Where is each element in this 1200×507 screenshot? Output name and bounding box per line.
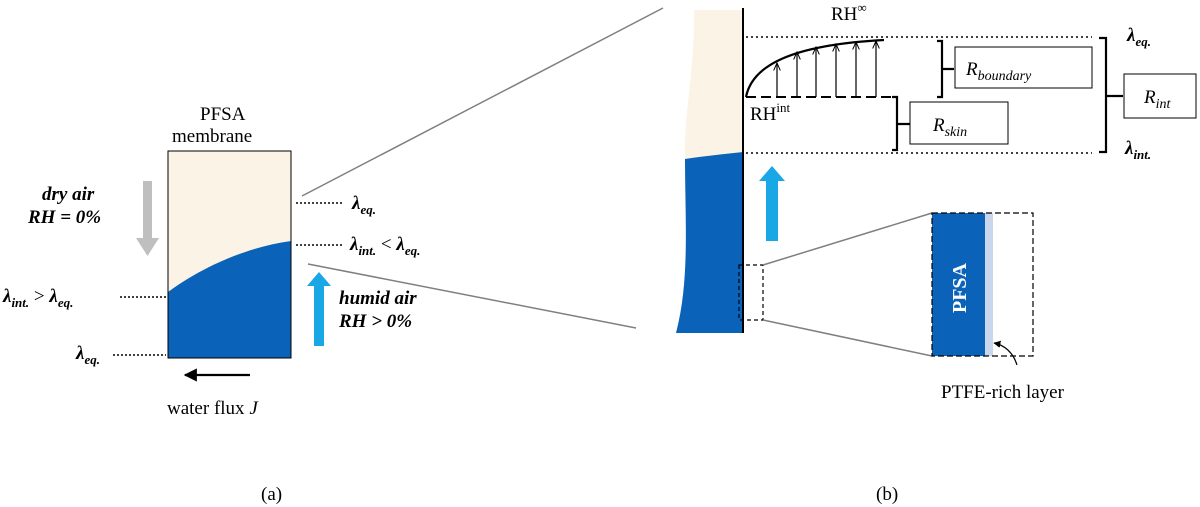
pfsa-inset-region [932,213,985,356]
rh-profile-arrows [777,41,876,97]
rh-profile-curve [744,38,885,98]
lambda-int-label-b: λint. [1124,138,1151,162]
zoom-guide-b-top [762,212,933,266]
humid-air-arrow-b [759,166,785,241]
cross-section-wet-region [676,152,743,333]
dry-air-label-line1: dry air [42,184,95,205]
lambda-int-gt-eq-label: λint. > λeq. [2,286,73,310]
lambda-eq-right-label: λeq. [351,193,376,217]
rh-infinity-label: RH∞ [831,0,867,25]
panel-a: PFSA membrane dry air RH = 0% humid air … [2,104,420,505]
humid-air-label-line2: RH > 0% [338,311,412,332]
lambda-eq-label-b: λeq. [1126,25,1151,49]
brace-boundary [937,39,954,99]
zoom-guide-bottom [307,263,637,329]
panel-b: RH∞ RHint Rboundary [676,0,1197,505]
lambda-eq-left-label: λeq. [75,343,100,367]
zoom-region-box [738,264,764,321]
caption-a: (a) [261,484,282,505]
humid-air-label-line1: humid air [339,288,417,309]
ptfe-rich-layer [985,213,993,356]
membrane-label-line1: PFSA [200,104,246,125]
r-boundary-label: Rboundary [965,59,1032,84]
r-skin-box [909,101,1009,145]
ptfe-pointer-arrow [993,340,1018,366]
ptfe-layer-label: PTFE-rich layer [941,382,1065,403]
r-int-label: Rint [1143,87,1171,112]
humid-air-arrow [307,272,331,346]
inset-box [931,212,1034,357]
pfsa-inset-label: PFSA [949,262,971,313]
membrane-outline [167,150,292,359]
lambda-int-lt-eq-label: λint. < λeq. [349,234,420,258]
water-flux-label: water flux J [167,398,259,419]
brace-int [1099,36,1123,154]
r-skin-label: Rskin [932,115,967,140]
zoom-guide-b-bottom [762,319,933,357]
r-int-box [1123,73,1197,119]
dry-air-label-line2: RH = 0% [27,207,101,228]
membrane-label-line2: membrane [172,126,252,147]
zoom-guide-top [301,7,664,197]
cross-section-dry-region [684,10,743,159]
dry-air-arrow [136,181,159,256]
membrane-wet-region [168,241,291,358]
r-boundary-box [954,46,1093,89]
brace-skin [892,95,910,152]
rh-int-label: RHint [750,100,791,125]
caption-b: (b) [876,484,898,505]
